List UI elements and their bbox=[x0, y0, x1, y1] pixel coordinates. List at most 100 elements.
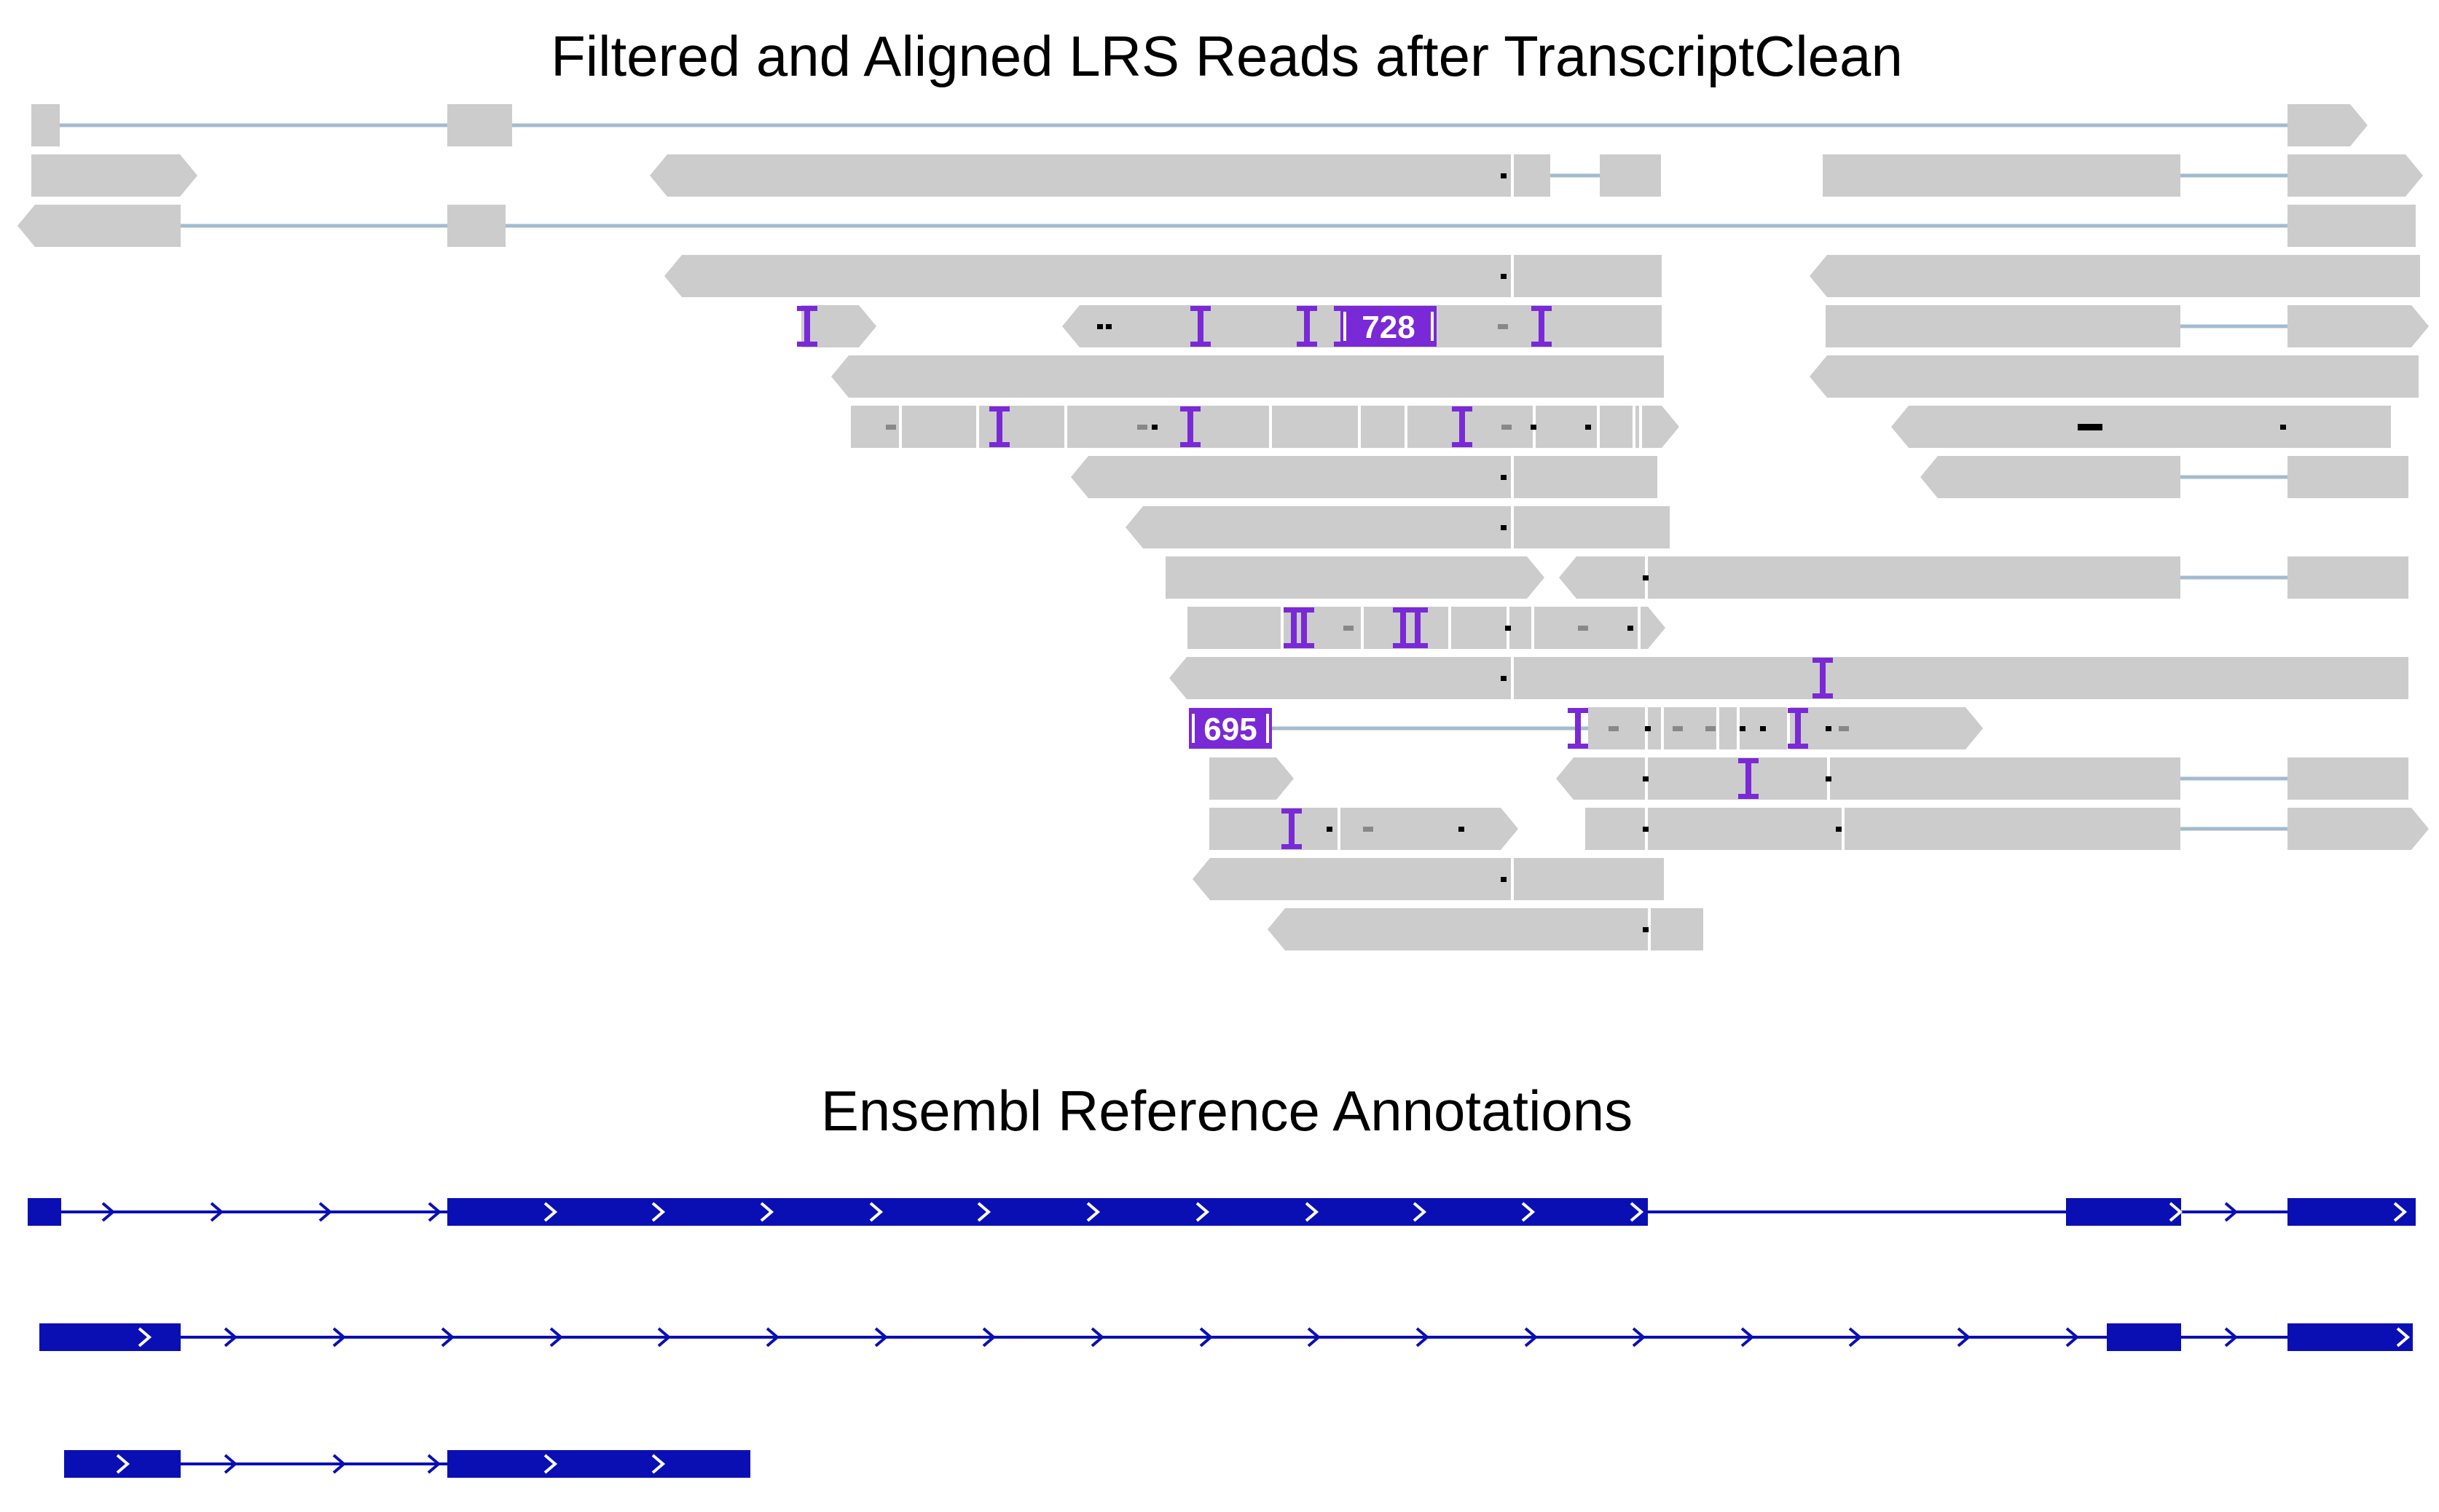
strand-chevron-icon bbox=[651, 1454, 666, 1474]
mismatch-mark bbox=[1760, 726, 1766, 731]
mismatch-mark bbox=[1501, 173, 1507, 178]
insertion-cap-top bbox=[1452, 406, 1472, 412]
insertion-length-box: 728 bbox=[1340, 306, 1437, 347]
strand-chevron-icon bbox=[318, 1202, 333, 1222]
annotation-exon bbox=[2287, 1323, 2413, 1351]
read-row bbox=[31, 104, 2368, 146]
insertion-marker bbox=[1180, 406, 1201, 447]
read-block-separator bbox=[1448, 607, 1451, 649]
read-exon-block bbox=[1126, 506, 1670, 548]
strand-chevron-icon bbox=[210, 1202, 224, 1222]
strand-chevron-icon bbox=[332, 1327, 347, 1347]
strand-chevron-icon bbox=[977, 1202, 991, 1222]
strand-chevron-icon bbox=[224, 1454, 238, 1474]
strand-chevron-icon bbox=[543, 1202, 558, 1222]
mismatch-mark-grey bbox=[1501, 425, 1512, 430]
read-block-separator bbox=[1511, 657, 1514, 699]
insertion-cap-top bbox=[1190, 306, 1211, 311]
read-exon-block bbox=[17, 205, 181, 247]
insertion-bar bbox=[1539, 306, 1544, 347]
annotations-panel-title: Ensembl Reference Annotations bbox=[821, 1079, 1633, 1143]
mismatch-mark-grey bbox=[1343, 626, 1354, 631]
insertion-bar bbox=[1459, 406, 1465, 447]
mismatch-mark bbox=[1643, 927, 1649, 932]
insertion-cap-top bbox=[1297, 306, 1317, 311]
read-block-separator bbox=[976, 406, 979, 448]
insertion-length-label: 695 bbox=[1203, 712, 1257, 747]
annotation-exon bbox=[39, 1323, 181, 1351]
mismatch-mark bbox=[1826, 726, 1831, 731]
annotation-exon bbox=[447, 1198, 1648, 1226]
read-exon-block bbox=[1193, 858, 1664, 900]
read-row bbox=[1268, 908, 1703, 950]
read-block-separator bbox=[1511, 255, 1514, 297]
insertion-bar bbox=[1187, 406, 1193, 447]
insertion-bar bbox=[997, 406, 1002, 447]
read-exon-block bbox=[1891, 406, 2391, 448]
mismatch-mark bbox=[1501, 525, 1507, 530]
mismatch-mark bbox=[1643, 776, 1649, 781]
insertion-cap-top bbox=[1407, 607, 1428, 613]
mismatch-mark-grey bbox=[1578, 626, 1588, 631]
read-row: 695 bbox=[1189, 707, 1983, 749]
insertion-box-tick bbox=[1431, 312, 1434, 341]
read-row bbox=[1187, 607, 1665, 649]
read-row bbox=[31, 154, 2423, 197]
strand-chevron-icon bbox=[332, 1454, 347, 1474]
mismatch-mark bbox=[1458, 827, 1464, 832]
read-exon-block bbox=[447, 205, 506, 247]
strand-chevron-icon bbox=[1630, 1202, 1644, 1222]
read-exon-block bbox=[1588, 707, 1983, 749]
insertion-cap-bottom bbox=[1738, 794, 1759, 799]
insertion-cap-top bbox=[1788, 708, 1808, 713]
mismatch-mark-grey bbox=[1673, 726, 1683, 731]
mismatch-mark bbox=[1585, 425, 1591, 430]
read-exon-block bbox=[2287, 104, 2368, 146]
read-row bbox=[851, 406, 2391, 448]
read-exon-block bbox=[1600, 154, 1661, 197]
read-block-separator bbox=[1661, 707, 1664, 749]
annotations-track bbox=[28, 1198, 2416, 1478]
read-exon-block bbox=[801, 305, 876, 347]
read-block-separator bbox=[1787, 707, 1790, 749]
mismatch-mark bbox=[1826, 776, 1831, 781]
mismatch-mark bbox=[1106, 324, 1112, 329]
insertion-bar bbox=[1400, 607, 1406, 648]
insertion-marker bbox=[797, 306, 817, 347]
insertion-cap-bottom bbox=[1294, 643, 1314, 648]
insertion-cap-top bbox=[1393, 607, 1413, 613]
insertion-bar bbox=[1198, 306, 1203, 347]
insertion-length-label: 728 bbox=[1362, 310, 1415, 345]
read-exon-block bbox=[650, 154, 1550, 197]
read-block-separator bbox=[1716, 707, 1719, 749]
read-exon-block bbox=[31, 104, 60, 146]
read-exon-block bbox=[2287, 556, 2408, 599]
read-row bbox=[831, 355, 2419, 398]
mismatch-mark bbox=[1645, 726, 1651, 731]
insertion-cap-bottom bbox=[1281, 844, 1302, 849]
mismatch-mark bbox=[1627, 626, 1633, 631]
insertion-cap-top bbox=[989, 406, 1010, 412]
mismatch-mark-grey bbox=[1363, 827, 1373, 832]
read-block-separator bbox=[1358, 406, 1361, 448]
mismatch-mark bbox=[1152, 425, 1158, 430]
read-exon-block bbox=[1585, 808, 2180, 850]
read-block-separator bbox=[1064, 406, 1067, 448]
strand-chevron-icon bbox=[138, 1327, 152, 1347]
insertion-bar bbox=[1291, 607, 1297, 648]
mismatch-mark bbox=[1531, 425, 1536, 430]
insertion-cap-top bbox=[1738, 758, 1759, 763]
read-block-separator bbox=[1338, 808, 1340, 850]
read-exon-block bbox=[1166, 556, 1544, 599]
insertion-cap-top bbox=[1180, 406, 1201, 412]
mismatch-mark bbox=[1501, 676, 1507, 681]
insertion-marker bbox=[1297, 306, 1317, 347]
strand-chevron-icon bbox=[1091, 1327, 1105, 1347]
annotation-exon bbox=[28, 1198, 61, 1226]
read-block-separator bbox=[1633, 406, 1635, 448]
mismatch-mark bbox=[1501, 274, 1507, 279]
read-row bbox=[1071, 456, 2408, 498]
insertion-cap-top bbox=[1294, 607, 1314, 613]
read-row bbox=[1209, 757, 2408, 800]
insertion-bar bbox=[804, 306, 810, 347]
